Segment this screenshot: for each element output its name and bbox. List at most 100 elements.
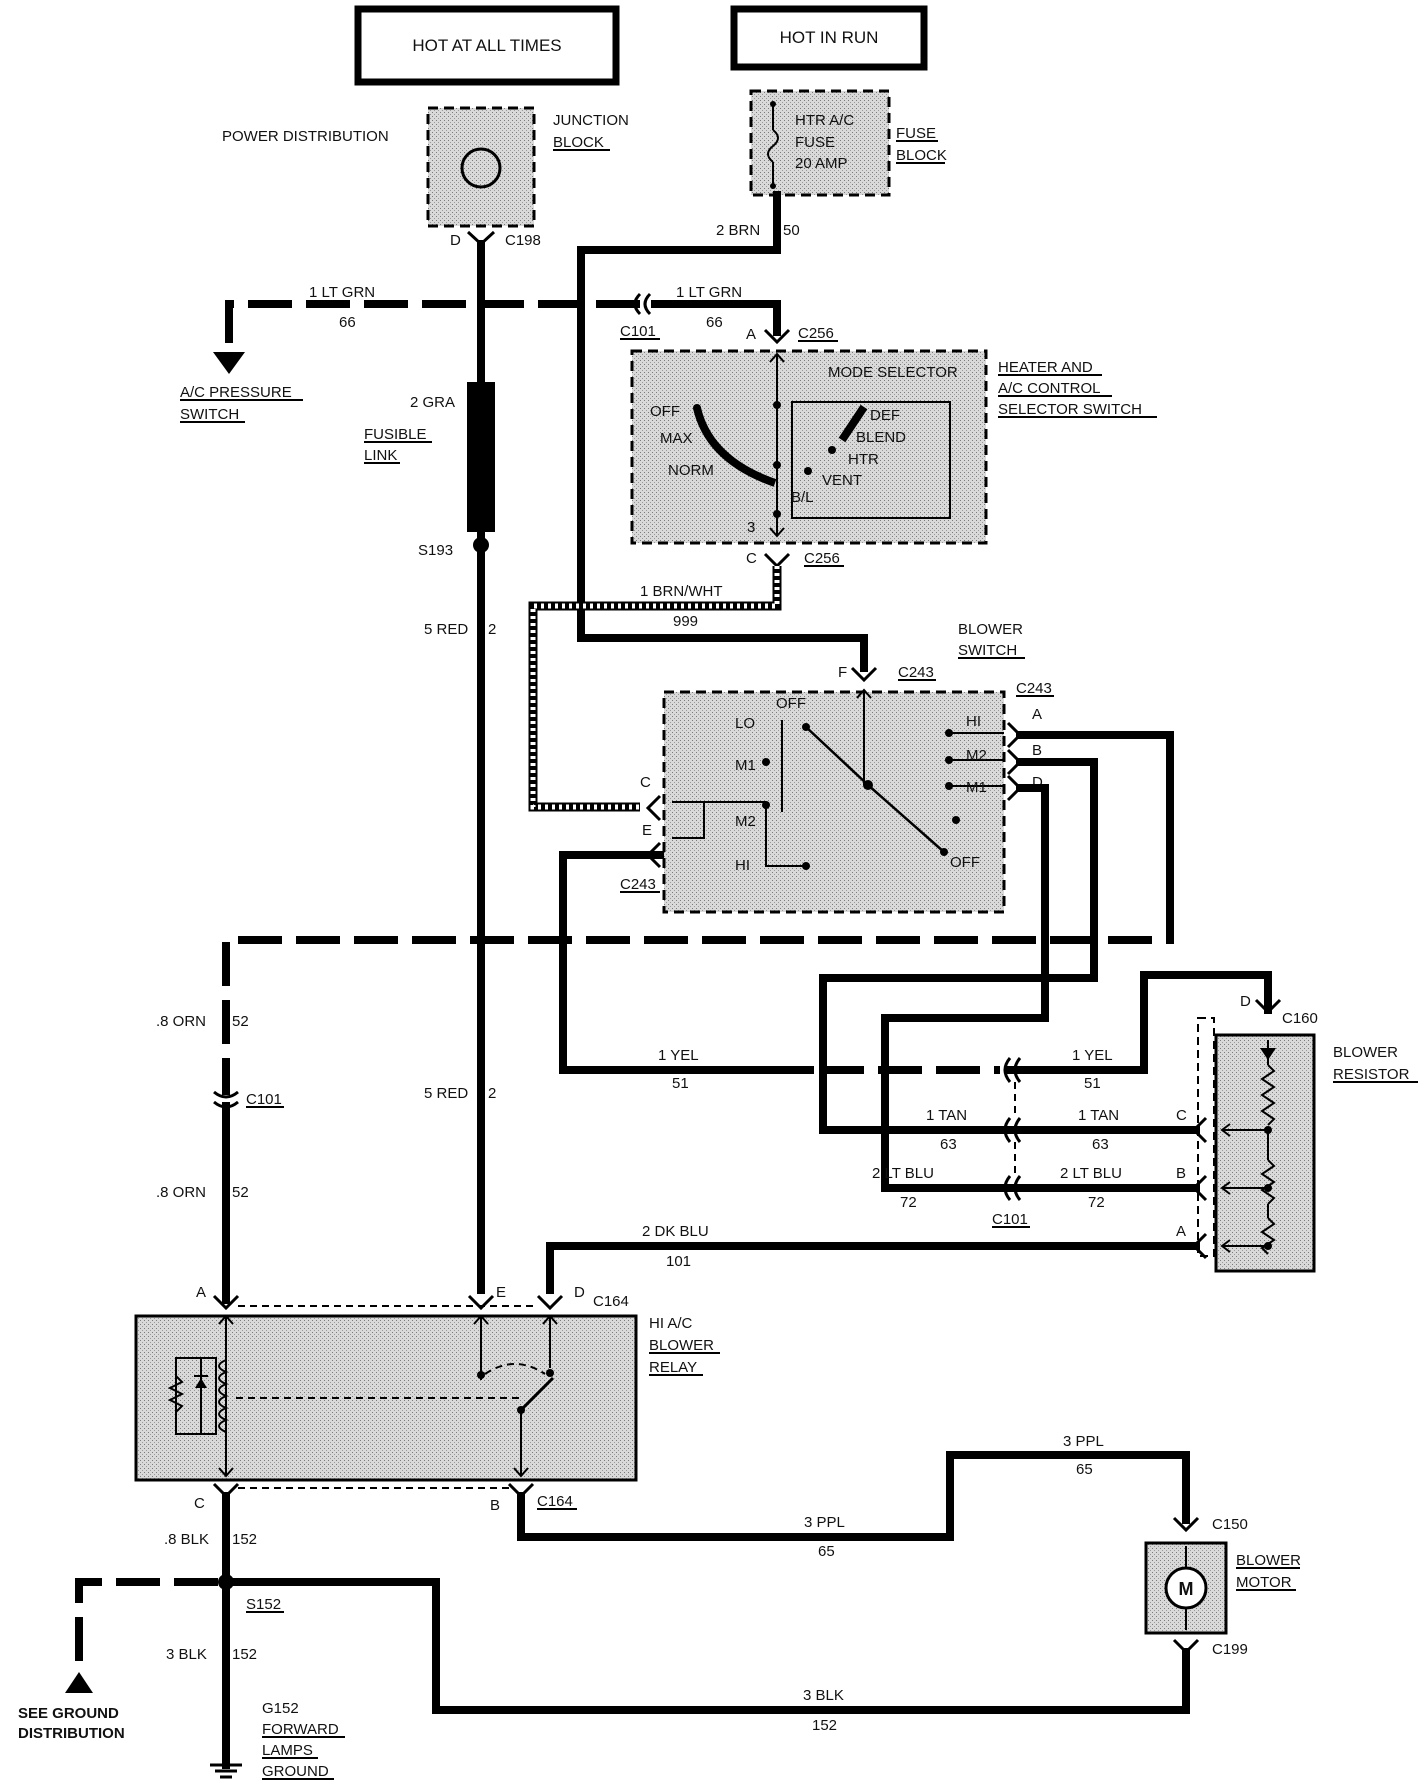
s152-label: S152: [246, 1596, 281, 1613]
ppl-wire: [517, 1451, 1190, 1541]
yel-circuit-right: 51: [1084, 1075, 1101, 1092]
yel-wire-right: [1006, 971, 1272, 1074]
yel-circuit-left: 51: [672, 1075, 689, 1092]
gra-wire-label: 2 GRA: [410, 394, 455, 411]
tan-label-left: 1 TAN: [926, 1107, 967, 1124]
lt-blu-label-right: 2 LT BLU: [1060, 1165, 1122, 1182]
ac-pressure-switch-label: SWITCH: [180, 406, 239, 423]
ac-pressure-label: A/C PRESSURE: [180, 384, 292, 401]
dk-blu-label: 2 DK BLU: [642, 1223, 709, 1240]
lt-blu-label-left: 2 LT BLU: [872, 1165, 934, 1182]
mode-bl: B/L: [791, 489, 814, 506]
ground-icon: [210, 1763, 242, 1779]
yel-label-right: 1 YEL: [1072, 1047, 1113, 1064]
yel-label-left: 1 YEL: [658, 1047, 699, 1064]
power-distribution-label: POWER DISTRIBUTION: [222, 128, 389, 145]
motor-ground-wire: [230, 1578, 1190, 1714]
red-wire-circuit-upper: 2: [488, 621, 496, 638]
orn-label-upper: .8 ORN: [156, 1013, 206, 1030]
motor-symbol: M: [1179, 1579, 1194, 1599]
fuse-block-title: FUSE: [896, 125, 936, 142]
blower-switch-label-1: BLOWER: [958, 621, 1023, 638]
tan-circuit-left: 63: [940, 1136, 957, 1153]
blk-circuit-lower: 152: [232, 1646, 257, 1663]
blk-circuit-motor: 152: [812, 1717, 837, 1734]
ac-pressure-arrow-icon: [213, 352, 245, 374]
c101-label-orn: C101: [246, 1091, 282, 1108]
ppl-label-upper: 3 PPL: [1063, 1433, 1104, 1450]
junction-label: JUNCTION: [553, 112, 629, 129]
header-hot-in-run: HOT IN RUN: [730, 5, 928, 71]
c101-label-mid: C101: [992, 1211, 1028, 1228]
ppl-circuit-upper: 65: [1076, 1461, 1093, 1478]
ground-dist-wire: [75, 1578, 218, 1675]
mode-norm: NORM: [668, 462, 714, 479]
blower-off-bottom: OFF: [950, 854, 980, 871]
c243-pin-f: F: [838, 664, 847, 681]
fusible-label: FUSIBLE: [364, 426, 427, 443]
c164-pin-d: D: [574, 1284, 585, 1301]
brn-wht-label: 1 BRN/WHT: [640, 583, 723, 600]
c164-pin-e: E: [496, 1284, 506, 1301]
relay-label-1: HI A/C: [649, 1315, 693, 1332]
c243-pin-c: C: [640, 774, 651, 791]
c164-pin-a: A: [196, 1284, 206, 1301]
red-wire-circuit-lower: 2: [488, 1085, 496, 1102]
mode-selector-switch: A C256 MODE SELECTOR OFF MAX NORM DEF BL…: [630, 325, 1157, 569]
brn-wire: [577, 234, 868, 672]
blk-label-lower: 3 BLK: [166, 1646, 207, 1663]
fuse-block: HTR A/C FUSE 20 AMP FUSE BLOCK: [749, 89, 947, 197]
dk-blu-wire: [546, 1242, 1200, 1294]
lt-grn-wire-right: [651, 300, 781, 336]
orn-wire: [222, 900, 1174, 1095]
dk-blu-circuit: 101: [666, 1253, 691, 1270]
motor-icon: [1164, 1566, 1208, 1610]
mode-vent: VENT: [822, 472, 862, 489]
g152-label-1: G152: [262, 1700, 299, 1717]
fuse-rating-label: 20 AMP: [795, 155, 848, 172]
blower-m2-right: M2: [966, 747, 987, 764]
blower-m1-right: M1: [966, 779, 987, 796]
fusible-link-icon: [467, 382, 495, 532]
blk-circuit-upper: 152: [232, 1531, 257, 1548]
heater-label-3: SELECTOR SWITCH: [998, 401, 1142, 418]
header-hot-at-all-times: HOT AT ALL TIMES: [354, 5, 620, 86]
yel-wire-left: [559, 851, 814, 1074]
orn-circuit-upper: 52: [232, 1013, 249, 1030]
blower-m1-left: M1: [735, 757, 756, 774]
link-label: LINK: [364, 447, 397, 464]
brn-wht-circuit: 999: [673, 613, 698, 630]
mode-blend: BLEND: [856, 429, 906, 446]
red-wire-label-lower: 5 RED: [424, 1085, 468, 1102]
blower-resistor: D C160 BLOWER RESISTOR C B A: [1176, 993, 1418, 1273]
mode-off: OFF: [650, 403, 680, 420]
ground-arrow-icon: [65, 1672, 93, 1693]
mode-selector-label: MODE SELECTOR: [828, 364, 958, 381]
relay-label-3: RELAY: [649, 1359, 697, 1376]
m1-output-wire: [881, 784, 1049, 1192]
blower-switch: BLOWER SWITCH F C243 C243 OFF LO M1 M2: [620, 621, 1054, 914]
g152-label-3: LAMPS: [262, 1742, 313, 1759]
c243-pin-d: D: [1032, 774, 1043, 791]
c243-label-top: C243: [898, 664, 934, 681]
blower-lo: LO: [735, 715, 755, 732]
lt-grn-circuit-right: 66: [706, 314, 723, 331]
fuse-block-subtitle: BLOCK: [896, 147, 947, 164]
blower-switch-label-2: SWITCH: [958, 642, 1017, 659]
blower-motor-label-1: BLOWER: [1236, 1552, 1301, 1569]
see-ground-label-2: DISTRIBUTION: [18, 1725, 125, 1742]
c160-pin-c: C: [1176, 1107, 1187, 1124]
mode-max: MAX: [660, 430, 693, 447]
s193-label: S193: [418, 542, 453, 559]
g152-label-2: FORWARD: [262, 1721, 339, 1738]
lt-blu-circuit-left: 72: [900, 1194, 917, 1211]
blower-resistor-label-2: RESISTOR: [1333, 1066, 1410, 1083]
c160-pin-a: A: [1176, 1223, 1186, 1240]
c243-label-left: C243: [620, 876, 656, 893]
relay-resistor-icon: [167, 1375, 185, 1413]
c160-label: C160: [1282, 1010, 1318, 1027]
c164-pin-b: B: [490, 1497, 500, 1514]
blower-off-top: OFF: [776, 695, 806, 712]
red-wire-label-upper: 5 RED: [424, 621, 468, 638]
lt-grn-wire-left: [225, 300, 640, 352]
